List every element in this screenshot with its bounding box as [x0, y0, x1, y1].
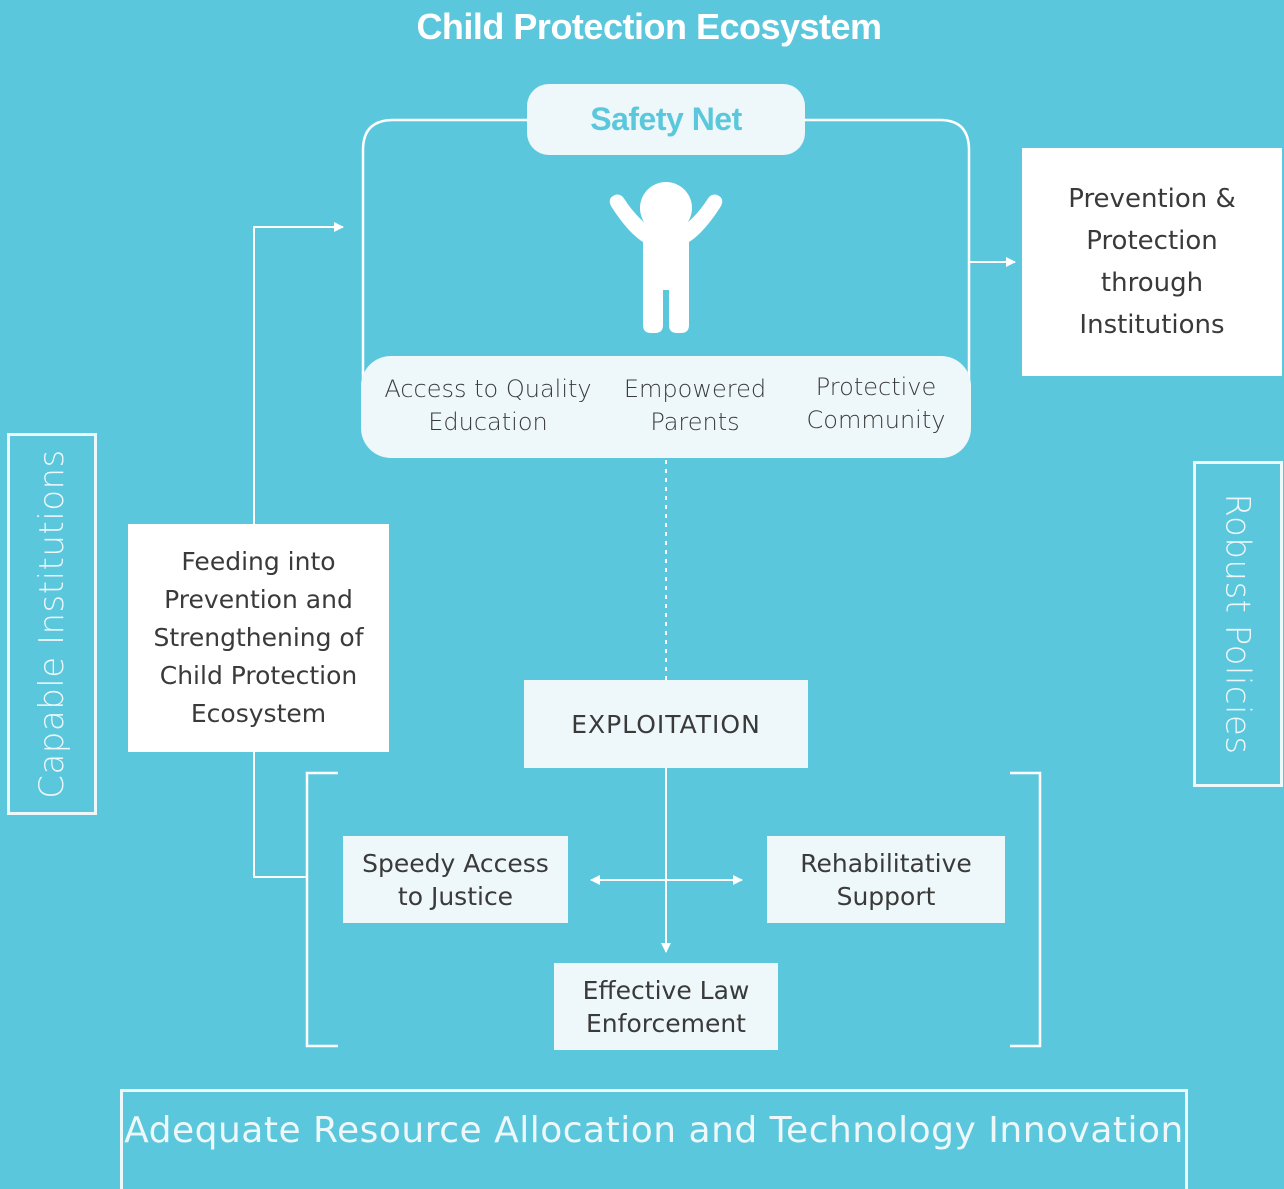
left-panel-label: Capable Institutions	[32, 449, 73, 799]
right-panel-label: Robust Policies	[1218, 493, 1259, 755]
left-panel: Capable Institutions	[7, 433, 97, 815]
arrow-feeding-loop	[253, 222, 344, 524]
feeding-connector	[253, 752, 307, 878]
pillar-education: Access to Quality Education	[384, 375, 592, 436]
bottom-panel: Adequate Resource Allocation and Technol…	[120, 1089, 1188, 1189]
safety-net-pillars: Access to Quality Education Empowered Pa…	[361, 356, 971, 458]
pillar-parents: Empowered Parents	[623, 375, 767, 436]
right-bracket	[1010, 771, 1042, 1048]
diagram-title: Child Protection Ecosystem	[416, 6, 882, 47]
feeding-box: Feeding into Prevention and Strengthenin…	[128, 524, 389, 752]
bottom-panel-label: Adequate Resource Allocation and Technol…	[124, 1110, 1184, 1151]
child-icon	[609, 182, 723, 333]
safety-net-frame	[361, 118, 971, 400]
justice-box: Speedy Access to Justice	[343, 836, 568, 923]
prevention-box: Prevention & Protection through Institut…	[1022, 148, 1282, 376]
exploitation-box: EXPLOITATION	[524, 680, 808, 768]
right-panel: Robust Policies	[1193, 461, 1283, 787]
pillar-community: Protective Community	[806, 373, 946, 434]
rehabilitation-box: Rehabilitative Support	[767, 836, 1005, 923]
left-bracket	[305, 771, 338, 1048]
safety-net-label: Safety Net	[527, 84, 805, 155]
law-enforcement-box: Effective Law Enforcement	[554, 963, 778, 1050]
